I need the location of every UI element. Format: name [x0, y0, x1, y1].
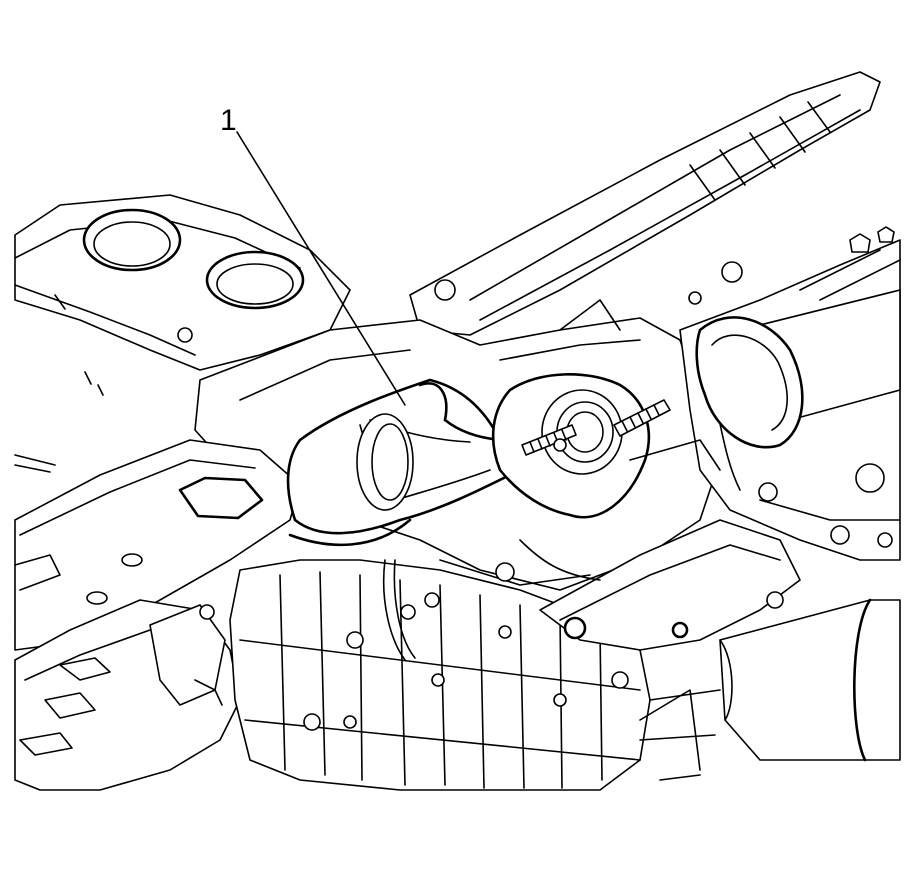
bolt: [830, 525, 850, 545]
floor-hole-2: [205, 250, 305, 310]
bolt: [86, 591, 108, 605]
bolt: [434, 279, 456, 301]
bolt: [498, 625, 512, 639]
bolt: [877, 532, 893, 548]
frame-rail: [409, 71, 881, 336]
bolt: [563, 616, 587, 640]
bolt: [721, 261, 743, 283]
flange-stud-left: [521, 424, 577, 456]
bolt: [688, 291, 702, 305]
bolt: [553, 693, 567, 707]
bolt: [431, 673, 445, 687]
bolt: [346, 631, 364, 649]
bolt: [611, 671, 629, 689]
bolt: [424, 592, 440, 608]
callout-1: 1: [220, 104, 406, 406]
callout-leader-line: [236, 131, 406, 406]
transmission-housing: [199, 559, 651, 791]
bolt: [855, 463, 885, 493]
pipe-end-ring: [356, 413, 414, 511]
center-details: [519, 299, 721, 581]
floor-pan: [14, 194, 351, 396]
bolt: [766, 591, 784, 609]
bolt: [758, 482, 778, 502]
muffler-cylinder: [639, 598, 901, 781]
bolt: [199, 604, 215, 620]
bolt: [400, 604, 416, 620]
flange-stud-right: [613, 399, 671, 437]
shaft-flange: [695, 316, 804, 449]
bolt: [553, 438, 567, 452]
propeller-shaft: [695, 289, 901, 449]
bolt: [671, 621, 689, 639]
exhaust-pipe-assembly: [286, 373, 671, 547]
hex-boss: [178, 476, 264, 520]
bolt: [303, 713, 321, 731]
bolt: [343, 715, 357, 729]
bolt: [495, 562, 515, 582]
bolt: [177, 327, 193, 343]
mount-bracket-right: [539, 519, 801, 651]
callout-label: 1: [220, 104, 237, 137]
bolt: [121, 553, 143, 567]
floor-hole-1: [82, 208, 182, 272]
subframe-lower-left: [14, 553, 241, 791]
